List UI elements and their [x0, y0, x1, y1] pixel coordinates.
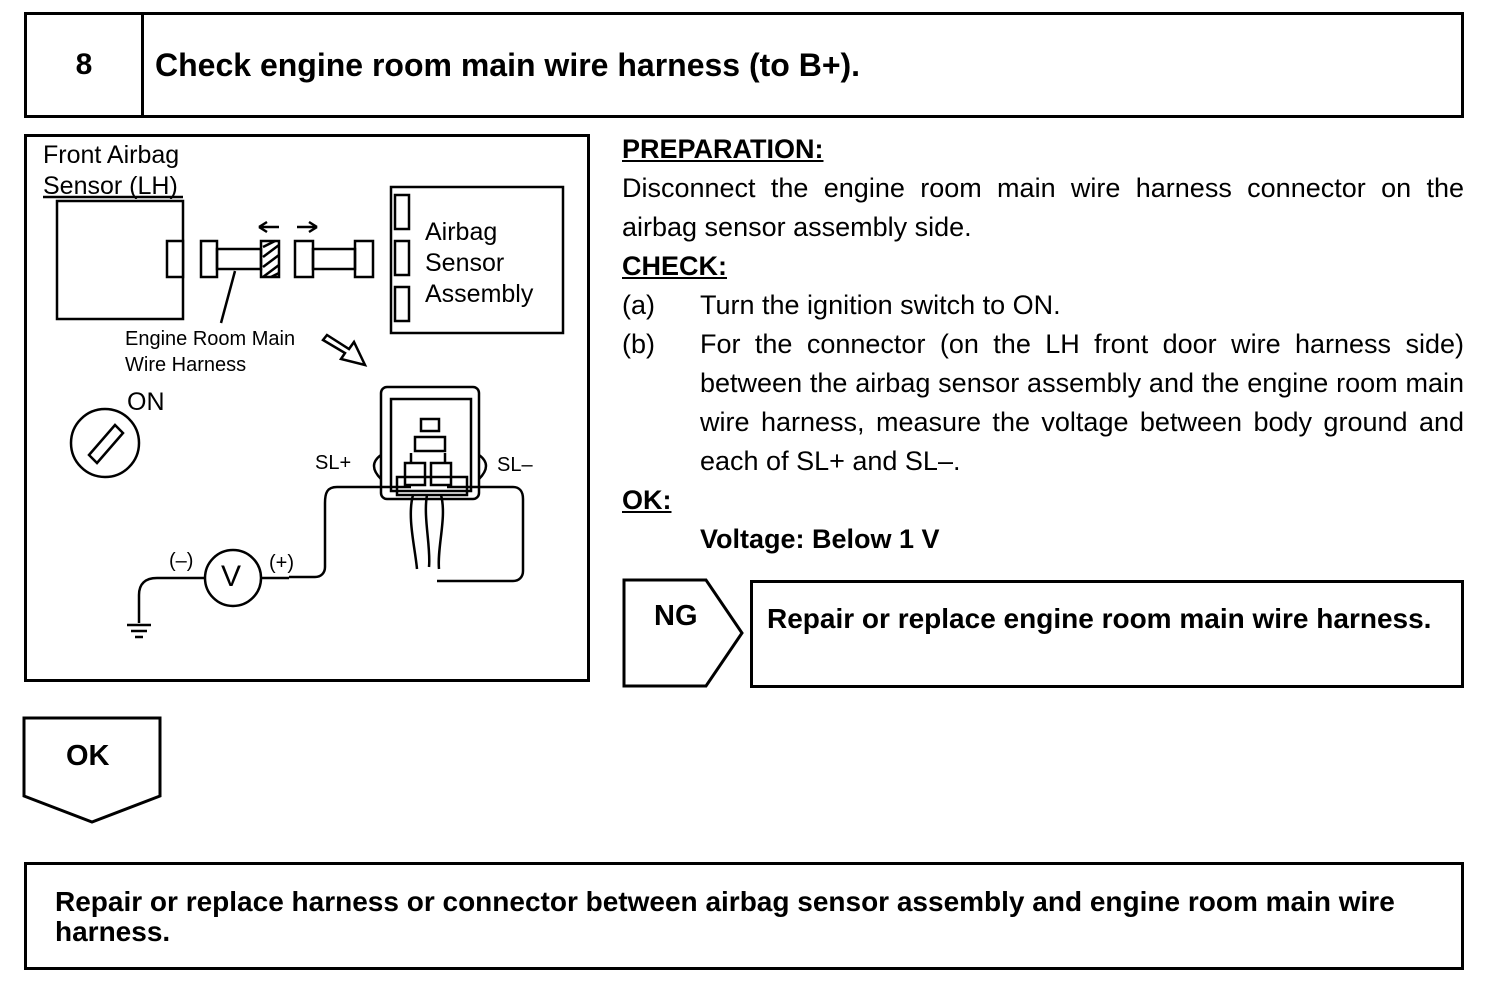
check-item: (a) Turn the ignition switch to ON.	[622, 286, 1464, 325]
ok-spec: Voltage: Below 1 V	[700, 524, 940, 554]
final-action-text: Repair or replace harness or connector b…	[55, 886, 1395, 947]
connector-face	[379, 385, 481, 501]
harness-label-1: Engine Room Main	[125, 328, 296, 350]
harness-label-2: Wire Harness	[125, 354, 247, 376]
step-number: 8	[27, 15, 144, 115]
assembly-label-2: Sensor	[425, 249, 505, 277]
check-item: (b) For the connector (on the LH front d…	[622, 325, 1464, 481]
terminal-sl-minus-label: SL–	[497, 454, 533, 476]
instructions: PREPARATION: Disconnect the engine room …	[622, 130, 1464, 559]
front-airbag-sensor-shape	[55, 199, 185, 321]
check-item-mark: (b)	[622, 329, 655, 359]
assembly-label-3: Assembly	[425, 280, 534, 308]
ok-arrow-shape	[22, 716, 162, 824]
ng-label: NG	[654, 600, 698, 632]
airbag-sensor-assembly-shape	[389, 185, 565, 335]
ignition-switch-icon	[69, 407, 141, 479]
view-direction-arrow	[321, 333, 368, 367]
ng-action-box: Repair or replace engine room main wire …	[750, 580, 1464, 688]
check-item-text: Turn the ignition switch to ON.	[700, 290, 1061, 320]
preparation-heading: PREPARATION:	[622, 134, 824, 164]
probe-negative-label: (–)	[169, 550, 194, 572]
ng-action-text: Repair or replace engine room main wire …	[767, 603, 1432, 634]
check-heading: CHECK:	[622, 251, 727, 281]
ignition-on-label: ON	[127, 388, 165, 416]
final-action-box: Repair or replace harness or connector b…	[24, 862, 1464, 970]
front-airbag-sensor-label-2: Sensor (LH)	[43, 172, 178, 200]
check-item-mark: (a)	[622, 290, 655, 320]
disconnect-arrow-left	[258, 220, 279, 234]
diagram-drawing	[43, 185, 565, 639]
ng-arrow-shape	[622, 578, 744, 688]
check-item-text: For the connector (on the LH front door …	[700, 329, 1464, 476]
probe-wire-negative	[437, 485, 525, 583]
voltmeter-symbol: V	[221, 560, 242, 593]
front-airbag-sensor-label: Front Airbag	[43, 141, 180, 169]
step-header: 8 Check engine room main wire harness (t…	[24, 12, 1464, 118]
terminal-sl-plus-label: SL+	[315, 452, 352, 474]
wiring-diagram: Front Airbag Sensor (LH) Airbag Sensor A…	[24, 134, 590, 682]
ok-label: OK	[66, 740, 110, 772]
assembly-label-1: Airbag	[425, 218, 498, 246]
hatched-connector-end	[259, 239, 281, 279]
probe-positive-label: (+)	[269, 552, 294, 574]
disconnect-arrow-right	[297, 220, 318, 234]
probe-wire-positive	[289, 485, 411, 579]
step-title: Check engine room main wire harness (to …	[155, 46, 861, 83]
ok-heading: OK:	[622, 485, 672, 515]
preparation-text: Disconnect the engine room main wire har…	[622, 173, 1464, 242]
